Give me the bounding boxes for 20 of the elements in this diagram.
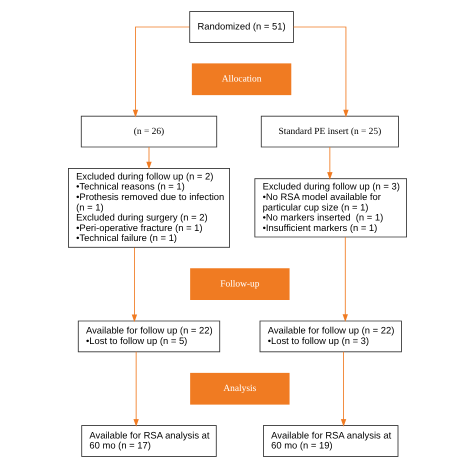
node-box: (n = 26) — [80, 116, 217, 148]
node-box: Analysis — [190, 372, 290, 405]
node-box: Randomized (n = 51) — [188, 11, 294, 43]
node-box: Excluded during follow up (n = 3) •No RSA model available for particular cup size (n = 1) •No markers inserted (n = 1) •Insufficient markers (n = 1) — [254, 178, 406, 238]
arrow — [342, 236, 348, 322]
node-box: Follow-up — [190, 268, 290, 300]
node-box: Available for RSA analysis at 60 mo (n = 19) — [262, 425, 398, 457]
arrow — [132, 351, 138, 427]
arrow — [132, 26, 190, 118]
arrow — [340, 351, 346, 427]
arrow — [326, 146, 332, 180]
node-box: Allocation — [191, 63, 291, 96]
arrow — [131, 247, 137, 322]
node-box: Standard PE insert (n = 25) — [260, 116, 398, 148]
node-box: Available for follow up (n = 22) •Lost to follow up (n = 5) — [77, 320, 220, 352]
node-box: Excluded during follow up (n = 2) •Technical reasons (n = 1) •Prothesis removed due to infection (n = 1) Excluded during surgery (n = 2) •Peri-operative fracture (n = 1) •Technical failure (n = 1) — [68, 168, 230, 248]
arrow — [292, 26, 348, 118]
node-box: Available for follow up (n = 22) •Lost to follow up (n = 3) — [259, 320, 402, 352]
node-box: Available for RSA analysis at 60 mo (n = 17) — [80, 425, 216, 457]
arrow — [146, 146, 152, 170]
